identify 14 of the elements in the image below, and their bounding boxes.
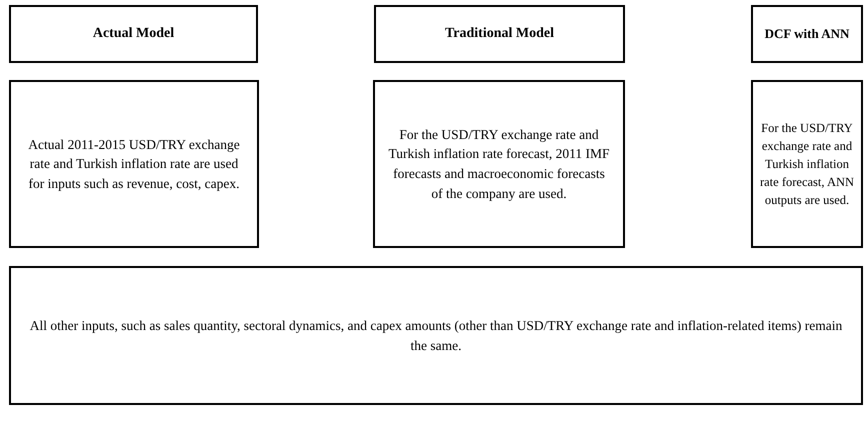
- model-title: Actual Model: [92, 24, 174, 43]
- description-box: [751, 80, 863, 248]
- description-box: [9, 266, 863, 405]
- model-title: DCF with ANN: [764, 24, 850, 43]
- description-text: All other inputs, such as sales quantity, sectoral dynamics, and capex amounts (other than USD/TRY exchange rate and inflation-related items) remain the same.: [28, 316, 844, 354]
- description-text: Actual 2011-2015 USD/TRY exchange rate and Turkish inflation rate are used for inputs such as revenue, cost, capex.: [27, 136, 241, 193]
- model-header-box: [751, 5, 863, 63]
- description-box: [9, 80, 259, 248]
- description-text: For the USD/TRY exchange rate and Turkish inflation rate forecast, ANN outputs are used.: [758, 120, 856, 210]
- model-header-box: [374, 5, 625, 63]
- description-box: [373, 80, 625, 248]
- description-text: For the USD/TRY exchange rate and Turkish inflation rate forecast, 2011 IMF forecasts and macroeconomic forecasts of the company are used.: [388, 126, 610, 203]
- model-title: Traditional Model: [444, 24, 554, 43]
- model-header-box: [9, 5, 258, 63]
